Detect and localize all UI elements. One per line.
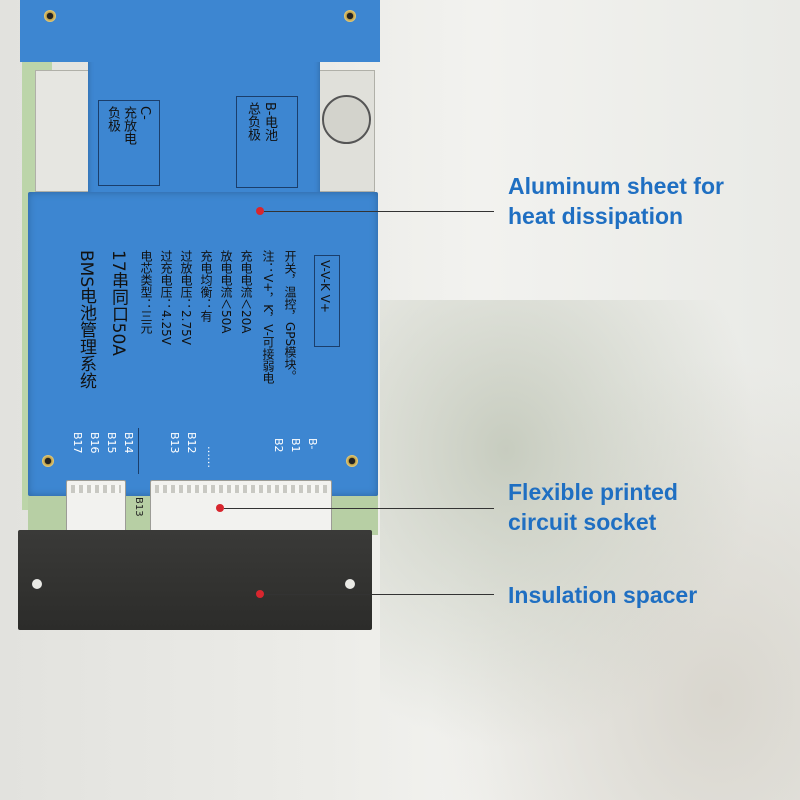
pin-box-label: V-V-K V+ [318, 260, 332, 313]
pcb-component-left [35, 70, 92, 192]
plate-subtitle: 17串同口50A [108, 250, 128, 356]
pin-label-ellipsis: …… [205, 446, 218, 468]
callout-socket: Flexible printed circuit socket [508, 479, 678, 535]
board-label-b13: B13 [133, 497, 144, 517]
spec-note-1: 注：V+，K，V-可接弱电 [261, 250, 275, 384]
b-negative-label: B-电池 总负极 [245, 102, 277, 142]
pin-box [314, 255, 340, 347]
spec-overdischarge: 过放电压：2.75V [179, 250, 193, 345]
main-aluminum-plate [28, 192, 378, 496]
aluminum-leader-line [264, 211, 494, 212]
insulation-spacer [18, 530, 372, 630]
pin-divider [138, 428, 139, 474]
spacer-marker [256, 590, 264, 598]
top-plate-tab [20, 0, 380, 62]
mount-hole-bottom-left [42, 455, 54, 467]
mount-hole-top-left [44, 10, 56, 22]
spec-note-2: 开关，温控，GPS模块。 [283, 250, 297, 383]
spec-overcharge: 过充电压：4.25V [159, 250, 173, 345]
c-negative-label-box [98, 100, 160, 186]
spec-charge-current: 充电电流＜20A [239, 250, 253, 334]
socket-leader-line [224, 508, 494, 509]
pin-label-b17: B17 [71, 432, 84, 454]
spec-cell-type: 电芯类型：三元 [139, 250, 153, 334]
mount-hole-top-right [344, 10, 356, 22]
pin-label-b-minus: B- [306, 438, 319, 450]
spacer-hole-left [31, 578, 43, 590]
callout-aluminum-sheet: Aluminum sheet for heat dissipation [508, 173, 724, 229]
pin-label-b1: B1 [289, 438, 302, 453]
spacer-hole-right [344, 578, 356, 590]
pin-label-b15: B15 [105, 432, 118, 454]
aluminum-marker [256, 207, 264, 215]
pin-label-b14: B14 [122, 432, 135, 454]
pin-label-b2: B2 [272, 438, 285, 453]
spacer-leader-line [264, 594, 494, 595]
plate-title: BMS电池管理系统 [76, 250, 96, 390]
pin-label-b16: B16 [88, 432, 101, 454]
callout-spacer: Insulation spacer [508, 582, 698, 608]
b-negative-label-box [236, 96, 298, 188]
pin-label-b13: B13 [168, 432, 181, 454]
c-negative-label: C- 充放电 负极 [105, 106, 152, 145]
pin-label-b12: B12 [185, 432, 198, 454]
pcb-capacitor [322, 95, 371, 144]
spec-discharge-current: 放电电流＜50A [219, 250, 233, 334]
mount-hole-bottom-right [346, 455, 358, 467]
blurred-background [380, 300, 800, 800]
spec-balancing: 充电均衡：有 [199, 250, 213, 322]
socket-marker [216, 504, 224, 512]
